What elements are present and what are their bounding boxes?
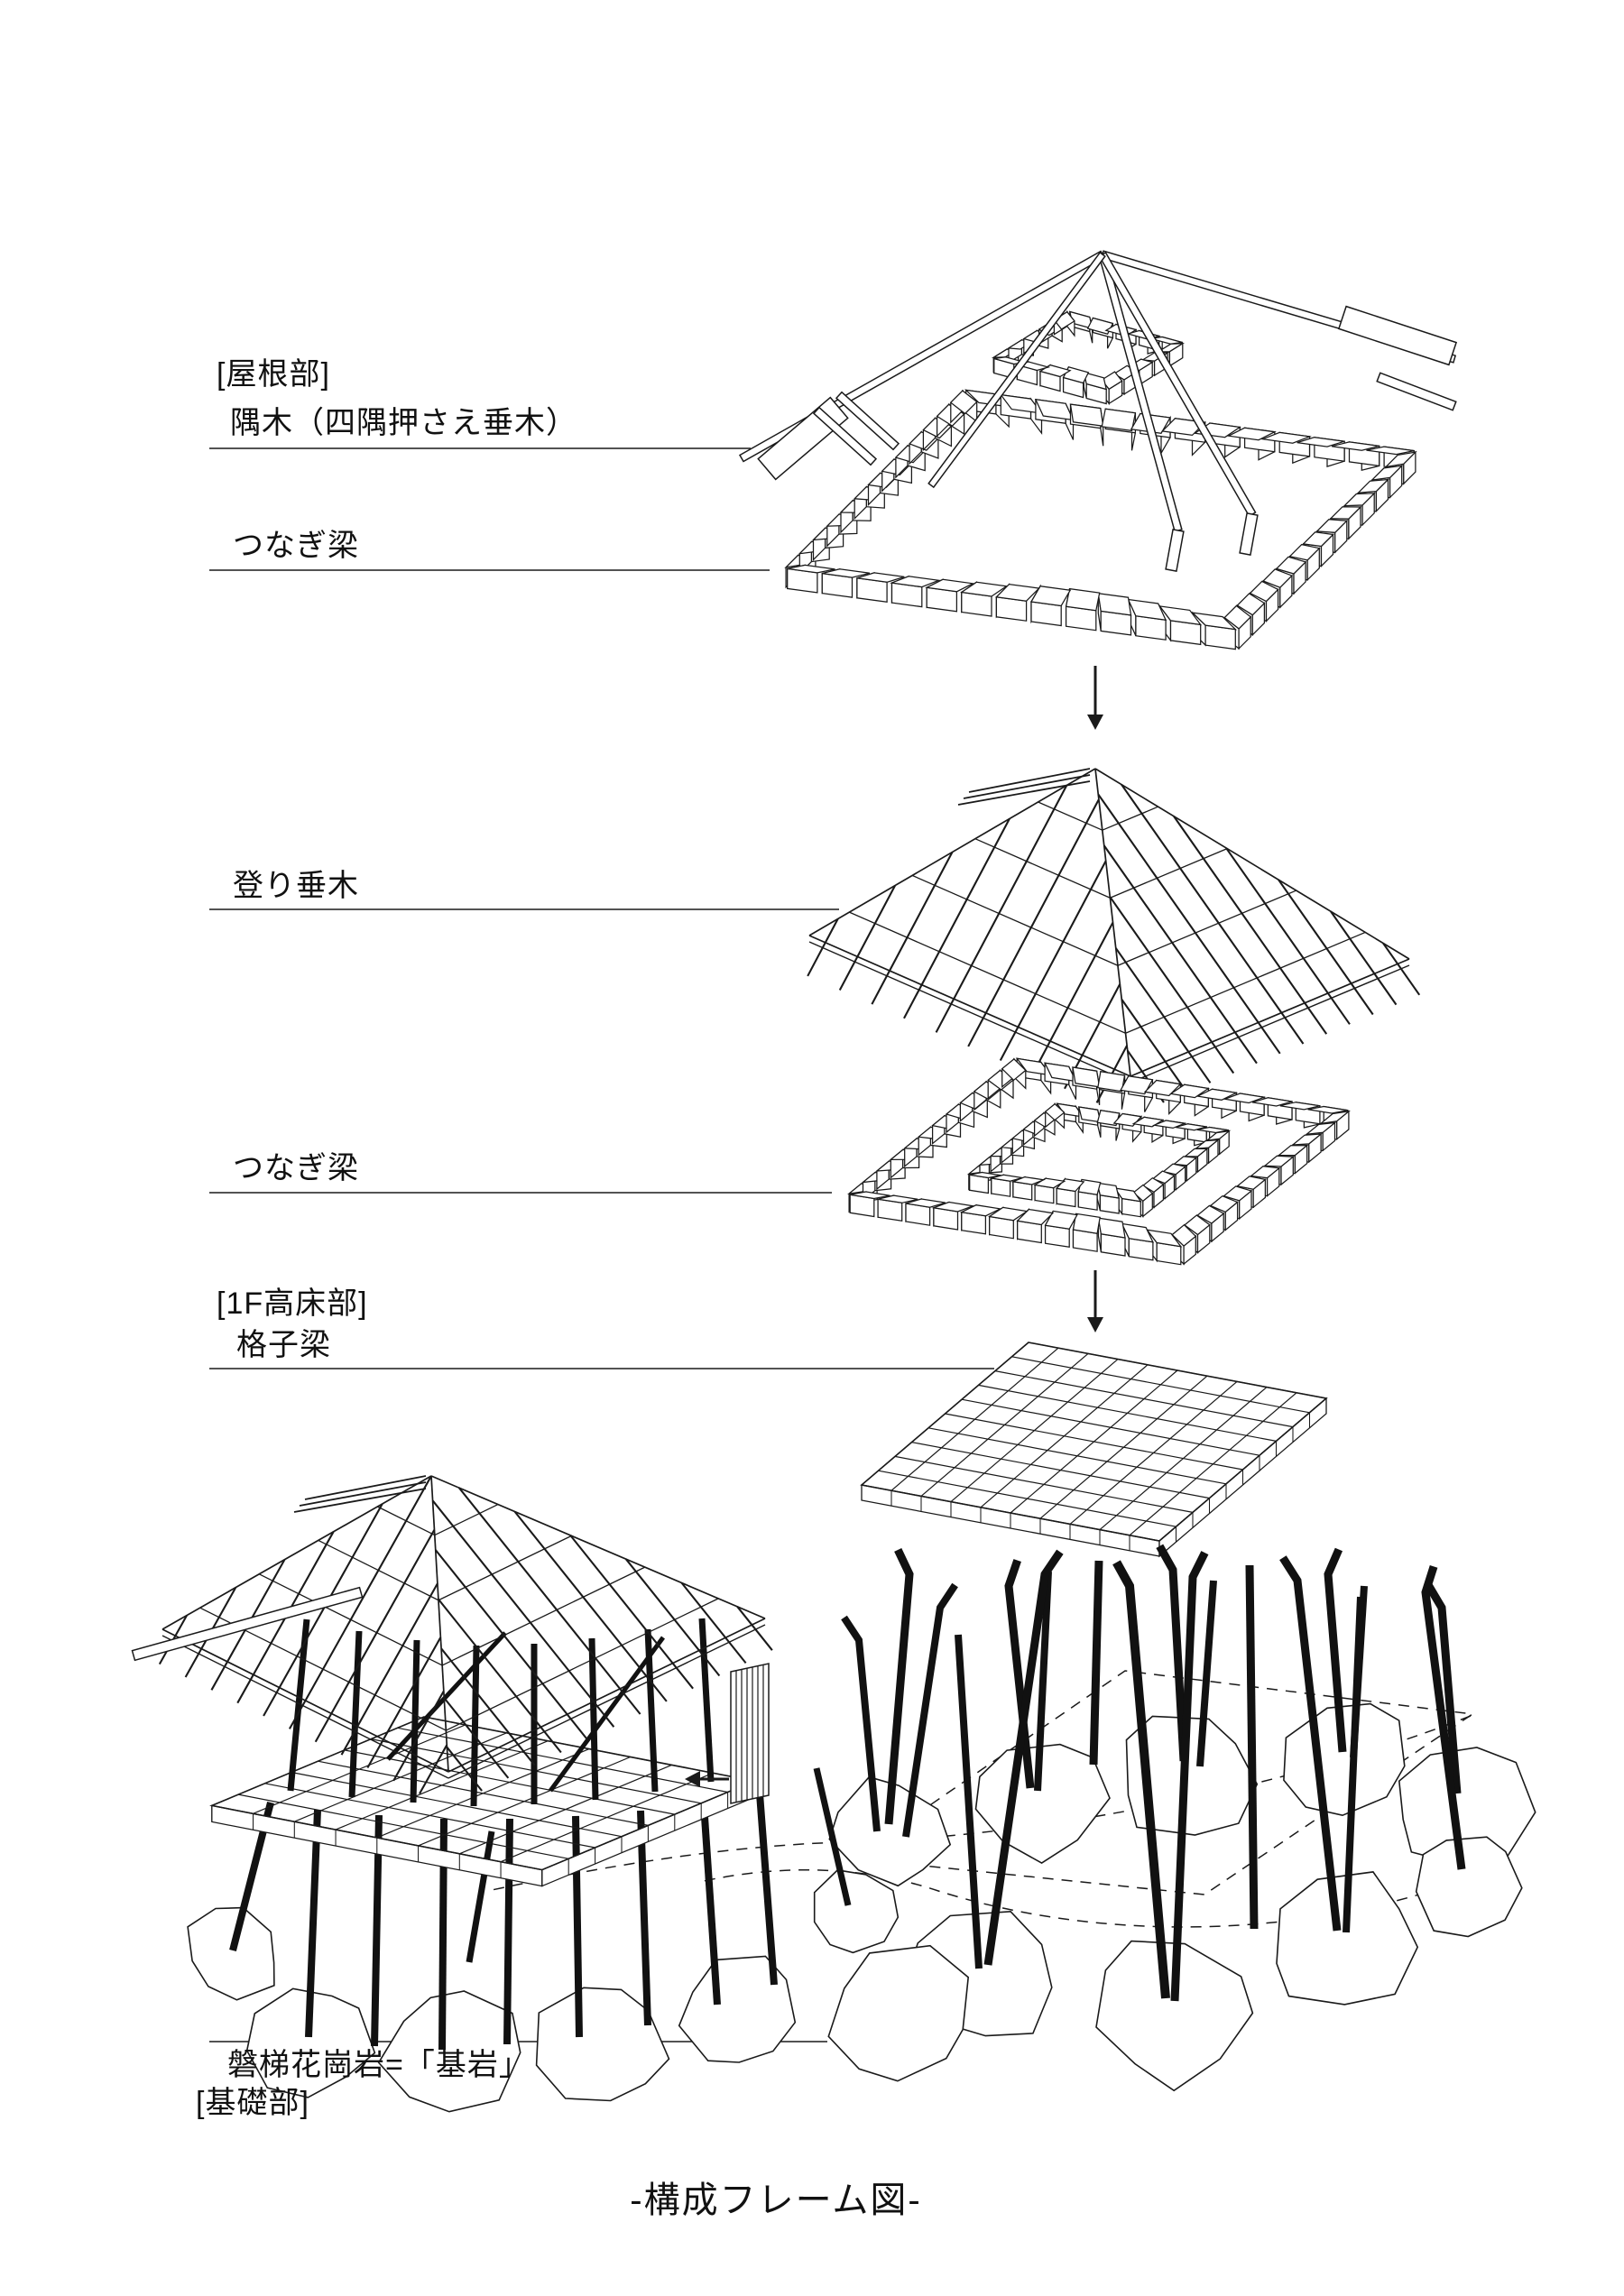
- figure-foundation-stilts: [491, 1544, 1536, 2092]
- label-tie-beam-lower: つなぎ梁: [233, 1151, 359, 1185]
- page-title: -構成フレーム図-: [630, 2181, 922, 2220]
- label-foundation-section: [基礎部]: [196, 2086, 309, 2120]
- label-raised-floor-section: [1F高床部]: [217, 1286, 368, 1321]
- label-lattice-beam: 格子梁: [236, 1328, 331, 1362]
- figure-assembled-building: [131, 1475, 970, 2113]
- label-roof-section: [屋根部]: [217, 357, 330, 392]
- figure-lattice-beam-floor: [860, 1342, 1328, 1558]
- figure-climbing-rafters: [807, 768, 1421, 1103]
- figure-roof-corner-rafters: [738, 250, 1458, 650]
- label-bedrock: 磐梯花崗岩=「基岩」: [227, 2048, 531, 2082]
- figure-tie-beam-ring: [846, 1057, 1352, 1266]
- label-climbing-rafter: 登り垂木: [233, 869, 359, 903]
- label-tie-beam-upper: つなぎ梁: [233, 529, 359, 563]
- down-arrow-icon: [1087, 666, 1103, 730]
- label-corner-rafter: 隅木（四隅押さえ垂木）: [230, 406, 577, 440]
- down-arrow-icon: [1087, 1270, 1103, 1332]
